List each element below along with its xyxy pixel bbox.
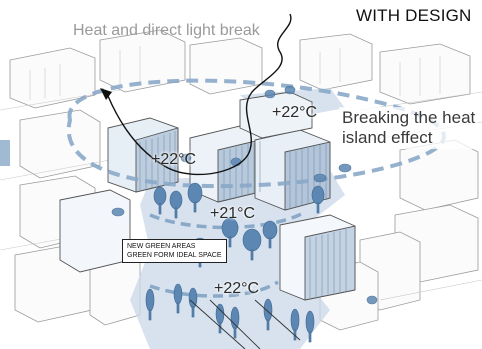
- left-edge-marker: [0, 140, 10, 166]
- temperature-label-center: +22°C: [151, 151, 197, 168]
- green-areas-note-line2: GREEN FORM IDEAL SPACE: [127, 252, 222, 259]
- street-lines: [189, 299, 301, 349]
- diagram-title: WITH DESIGN: [356, 6, 472, 25]
- heat-island-label-line1: Breaking the heat: [342, 108, 476, 127]
- heat-light-break-label: Heat and direct light break: [73, 22, 260, 39]
- temperature-label-upper: +22°C: [272, 104, 318, 121]
- heat-island-label: Breaking the heat island effect: [339, 107, 479, 149]
- trees: [111, 85, 378, 343]
- temperature-label-lower: +22°C: [214, 280, 260, 297]
- central-buildings: [59, 91, 356, 301]
- heat-island-label-line2: island effect: [342, 128, 433, 147]
- cooling-arc-22: [149, 280, 279, 298]
- green-areas-note-line1: NEW GREEN AREAS: [127, 243, 196, 250]
- arrowhead-icon: [100, 88, 112, 100]
- airflow-arrow-path: [107, 13, 292, 176]
- heat-island-dashed-ring: [66, 78, 446, 189]
- temperature-label-corridor: +21°C: [210, 205, 256, 222]
- green-areas-note: NEW GREEN AREAS GREEN FORM IDEAL SPACE: [122, 239, 227, 263]
- sketch-hatching: [0, 46, 482, 301]
